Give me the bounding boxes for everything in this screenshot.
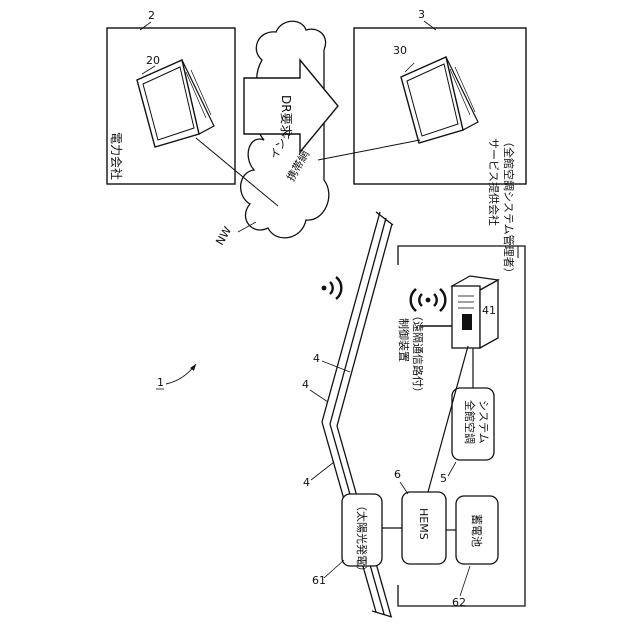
pc-ref-30: 30 bbox=[393, 44, 407, 57]
solar-label: （太陽光発電） bbox=[355, 500, 369, 577]
hems-ref: 6 bbox=[394, 468, 401, 481]
wifi-icon bbox=[322, 277, 342, 299]
control-device-line1: 制御装置 bbox=[397, 318, 411, 362]
control-device-ref: 41 bbox=[482, 304, 496, 317]
solar-ref: 61 bbox=[312, 574, 326, 587]
wifi-icon bbox=[411, 289, 446, 311]
laptop-icon bbox=[401, 57, 478, 143]
dr-request-label: DR要求 bbox=[279, 95, 293, 137]
hems-label: HEMS bbox=[417, 508, 430, 540]
roof-ref-mid: 4 bbox=[302, 378, 309, 391]
roof-ref-top: 4 bbox=[313, 352, 320, 365]
power-company-box: 20 電力会社 bbox=[107, 28, 235, 184]
control-device-line2: （遠隔通信路付） bbox=[411, 310, 424, 398]
pc-ref-20: 20 bbox=[146, 54, 160, 67]
system-ref: 1 bbox=[157, 376, 164, 389]
power-company-label: 電力会社 bbox=[109, 132, 124, 180]
battery-label: 蓄電池 bbox=[470, 514, 483, 547]
service-provider-link bbox=[318, 140, 420, 160]
service-provider-line1: サービス提供会社 bbox=[487, 138, 501, 226]
roof-ref-bottom: 4 bbox=[303, 476, 310, 489]
service-provider-ref: 3 bbox=[418, 8, 425, 21]
network-ref: NW bbox=[213, 224, 234, 247]
laptop-icon bbox=[137, 60, 214, 147]
power-company-ref: 2 bbox=[148, 9, 155, 22]
service-provider-line2: （全館空調システム管理者） bbox=[502, 136, 516, 279]
hvac-ref: 5 bbox=[440, 472, 447, 485]
battery-ref: 62 bbox=[452, 596, 466, 609]
hvac-line2: システム bbox=[477, 400, 490, 444]
hvac-line1: 全館空調 bbox=[463, 400, 477, 444]
